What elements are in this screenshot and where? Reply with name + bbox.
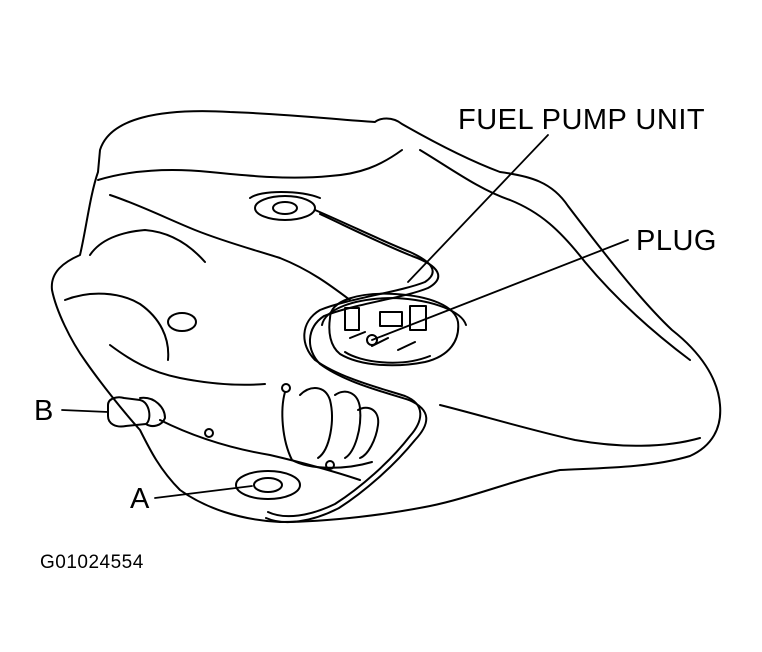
upper-opening: [255, 196, 315, 220]
tank-right-lower-edge: [440, 405, 700, 446]
fuel-line-upper: [268, 210, 433, 516]
leader-fuel-pump-unit: [408, 135, 548, 282]
label-b: B: [34, 395, 54, 427]
tank-bolt-3: [326, 461, 334, 469]
fuel-pump-bracket-3: [410, 306, 426, 330]
component-b-collar: [140, 398, 165, 426]
fuel-pump-bracket-2: [380, 312, 402, 326]
upper-opening-rim: [250, 192, 320, 198]
plug-connector: [367, 335, 377, 345]
tank-left-contour-1: [90, 230, 205, 262]
fuel-pump-base: [345, 352, 430, 363]
fuel-pump-unit-body: [329, 294, 458, 366]
tank-left-contour-3: [110, 345, 265, 385]
fuel-line-lower: [266, 214, 438, 522]
lower-opening-a-cap: [254, 478, 282, 492]
tank-inner-ridge: [110, 195, 350, 300]
tank-lower-seam: [160, 420, 360, 480]
label-plug: PLUG: [636, 225, 717, 257]
leader-b: [62, 410, 108, 412]
label-a: A: [130, 483, 150, 515]
leader-plug: [372, 240, 628, 340]
tank-rib-base: [282, 392, 372, 468]
leader-a: [155, 486, 252, 498]
component-b-fitting: [108, 397, 149, 426]
fuel-pump-unit-flange: [322, 298, 466, 325]
fuel-pump-bracket-1: [345, 308, 359, 330]
tank-bolt-2: [205, 429, 213, 437]
label-fuel-pump-unit: FUEL PUMP UNIT: [458, 104, 706, 136]
upper-opening-cap: [273, 202, 297, 214]
lower-opening-a: [236, 471, 300, 499]
tank-outline: [52, 111, 720, 522]
tank-top-seam: [98, 150, 402, 180]
tank-bolt-1: [282, 384, 290, 392]
tank-surface-dimple: [168, 313, 196, 331]
figure-code: G01024554: [40, 552, 144, 573]
tank-left-contour-2: [65, 294, 168, 360]
tank-right-flange: [420, 150, 690, 360]
fuel-pump-ribs: [350, 332, 415, 350]
tank-ribs: [300, 388, 378, 458]
